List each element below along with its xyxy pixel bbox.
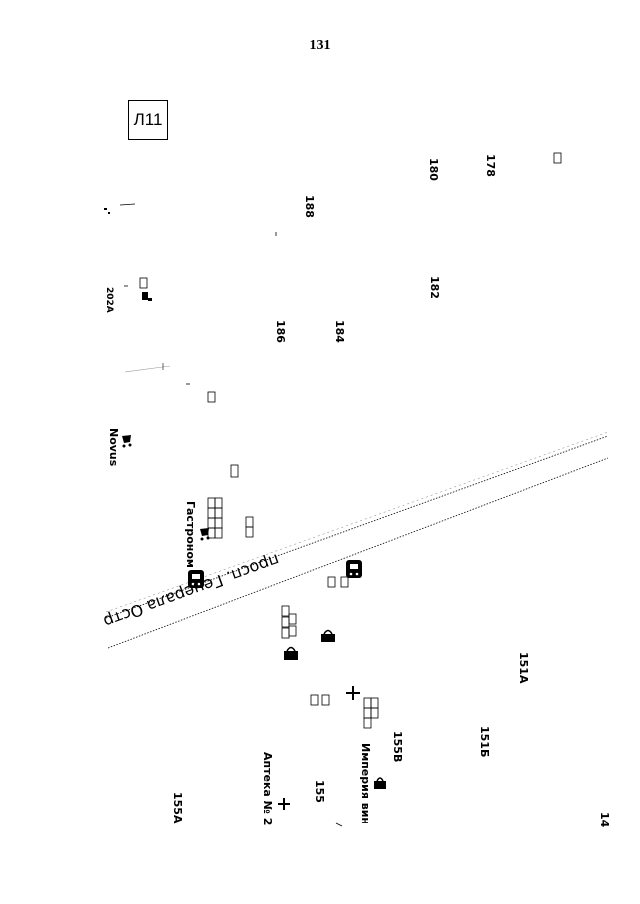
page-number: 131 [309,38,331,53]
fragment-line [124,365,171,373]
house-number: 178 [484,154,497,177]
house-number: 151А [517,652,530,684]
bus-icon-detail [191,564,359,586]
fragment-line [335,822,343,827]
poi-label-gastronom: Гастроном [184,501,197,568]
house-number: 184 [333,320,346,343]
house-number: 155 [313,780,326,803]
house-number: 155В [391,731,404,763]
road-edge-lower [107,457,609,649]
poi-label-partial: 202А [104,287,114,313]
poi-label-apteka: Аптека № 22 [261,752,274,826]
bus-stop-icon [139,152,562,729]
poi-label-imperiya-vin: Империя вин [359,743,372,823]
map-sheet-label: Л11 [128,100,168,140]
house-number: 155А [171,792,184,824]
supermarket-cart-icon [122,435,210,541]
house-number: 186 [274,320,287,343]
house-number: 188 [303,195,316,218]
house-number: 14 [598,812,611,828]
map-debris-mark [104,208,152,301]
pharmacy-cross-icon [278,686,360,810]
poi-label-novus: Novus [107,428,120,467]
road-edge-upper-outer [105,431,609,613]
road-edge-upper [105,435,609,619]
house-number: 151Б [478,726,491,758]
fragment-line [119,203,136,206]
house-number: 182 [428,276,441,299]
shopping-bag-icon [284,629,386,789]
house-number: 180 [427,158,440,181]
